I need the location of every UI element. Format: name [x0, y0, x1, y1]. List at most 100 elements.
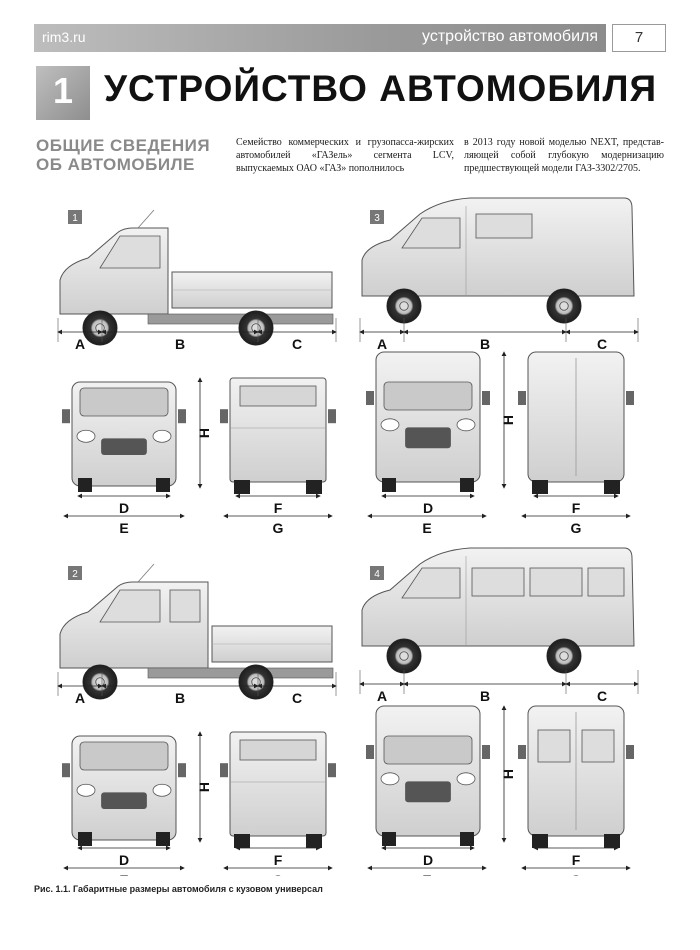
- mirror: [328, 763, 336, 778]
- running-header-bar: rim3.ru устройство автомобиля: [34, 24, 606, 52]
- dim-b2-label: B: [175, 690, 185, 706]
- wheel-hub: [399, 301, 409, 311]
- page-number: 7: [612, 24, 666, 52]
- chapter-number-box: 1: [36, 66, 90, 120]
- rear-wheel: [532, 480, 548, 494]
- windshield: [383, 381, 473, 411]
- dim-a2-label: A: [75, 690, 85, 706]
- dim-f1-label: F: [274, 500, 283, 516]
- site-name: rim3.ru: [42, 29, 86, 45]
- dim-d4-label: D: [423, 852, 433, 868]
- dim-g1-label: G: [273, 520, 284, 536]
- headlight: [152, 783, 172, 797]
- mirror: [178, 763, 186, 778]
- dim-b1-label: B: [175, 336, 185, 352]
- headlight: [380, 418, 400, 432]
- grille: [101, 438, 147, 455]
- mirror: [220, 763, 228, 778]
- windshield: [383, 735, 473, 765]
- dim-h3-label: H: [500, 415, 516, 425]
- front-wheel: [156, 478, 170, 492]
- dim-e2-label: E: [119, 872, 128, 876]
- section-subheading: ОБЩИЕ СВЕДЕНИЯ ОБ АВТОМОБИЛЕ: [36, 136, 211, 174]
- headlight: [152, 429, 172, 443]
- dim-e1-label: E: [119, 520, 128, 536]
- mirror: [328, 409, 336, 424]
- dim-g3-label: G: [571, 520, 582, 536]
- rear-door-window: [537, 729, 571, 763]
- dim-f4-label: F: [572, 852, 581, 868]
- antenna: [137, 563, 155, 583]
- mirror: [366, 391, 374, 405]
- wheel-hub: [95, 677, 105, 687]
- variant-badge-label: 1: [72, 213, 78, 224]
- mirror: [366, 745, 374, 759]
- mirror: [518, 745, 526, 759]
- headlight: [76, 783, 96, 797]
- dim-g4-label: G: [571, 872, 582, 876]
- van-side-window: [475, 213, 533, 239]
- headlight: [380, 772, 400, 786]
- dim-f3-label: F: [572, 500, 581, 516]
- dim-b4-label: B: [480, 688, 490, 704]
- dim-d3-label: D: [423, 500, 433, 516]
- chapter-number: 1: [52, 70, 74, 111]
- dim-d1-label: D: [119, 500, 129, 516]
- cab-rear-window: [239, 385, 317, 407]
- grille: [405, 427, 451, 449]
- rear-wheel: [306, 480, 322, 494]
- dim-c2-label: C: [292, 690, 302, 706]
- intro-text-column-1: Семейство коммерческих и грузопасса-жирс…: [236, 137, 454, 174]
- grille: [405, 781, 451, 803]
- front-wheel: [78, 832, 92, 846]
- van-front-window: [401, 217, 461, 249]
- mirror: [482, 745, 490, 759]
- rear-cab-window: [169, 589, 201, 623]
- dim-g2-label: G: [273, 872, 284, 876]
- vehicle-drawings: 1ABCDEHFG3ABCDEHFG2ABCDEHFG4ABCDEHFG: [57, 197, 639, 876]
- intro-text-column-2: в 2013 году новой моделью NEXT, представ…: [464, 137, 664, 174]
- dim-b3-label: B: [480, 336, 490, 352]
- rear-wheel: [532, 834, 548, 848]
- dimensions-figure: 1ABCDEHFG3ABCDEHFG2ABCDEHFG4ABCDEHFG: [34, 196, 666, 876]
- front-wheel: [156, 832, 170, 846]
- cab-window: [99, 589, 161, 623]
- mirror: [178, 409, 186, 424]
- dim-c4-label: C: [597, 688, 607, 704]
- dim-h1-label: H: [196, 428, 212, 438]
- front-body: [375, 351, 481, 483]
- grille: [101, 792, 147, 809]
- front-wheel: [382, 478, 396, 492]
- van-side-window: [587, 567, 625, 597]
- mirror: [62, 409, 70, 424]
- rear-wheel: [604, 480, 620, 494]
- dim-a4-label: A: [377, 688, 387, 704]
- mirror: [626, 745, 634, 759]
- cab-window: [99, 235, 161, 269]
- antenna: [137, 209, 155, 229]
- headlight: [456, 772, 476, 786]
- headlight: [456, 418, 476, 432]
- wheel-hub: [95, 323, 105, 333]
- windshield: [79, 387, 169, 417]
- dim-d2-label: D: [119, 852, 129, 868]
- wheel-hub: [251, 323, 261, 333]
- dim-h4-label: H: [500, 769, 516, 779]
- van-side-window: [471, 567, 525, 597]
- chapter-title: УСТРОЙСТВО АВТОМОБИЛЯ: [104, 68, 658, 109]
- rear-wheel: [234, 834, 250, 848]
- front-wheel: [460, 832, 474, 846]
- front-wheel: [460, 478, 474, 492]
- variant-badge-label: 4: [374, 569, 380, 580]
- variant-badge: [68, 210, 82, 224]
- mirror: [518, 391, 526, 405]
- mirror: [62, 763, 70, 778]
- front-body: [375, 705, 481, 837]
- section-title: устройство автомобиля: [422, 28, 598, 45]
- mirror: [626, 391, 634, 405]
- cab-rear-window: [239, 739, 317, 761]
- wheel-hub: [559, 651, 569, 661]
- variant-badge: [370, 566, 384, 580]
- rear-wheel: [604, 834, 620, 848]
- van-side-window: [529, 567, 583, 597]
